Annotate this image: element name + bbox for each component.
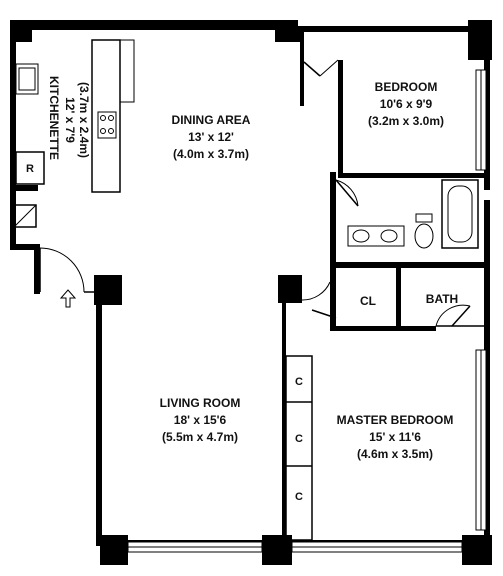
closet-c1-label: C <box>295 376 303 388</box>
dining-name: DINING AREA <box>172 113 251 127</box>
living-dims-m: (5.5m x 4.7m) <box>162 430 238 444</box>
room-labels: DINING AREA 13' x 12' (4.0m x 3.7m) BEDR… <box>26 76 458 503</box>
bath-name: BATH <box>426 292 458 306</box>
refrigerator <box>15 151 45 185</box>
fridge-label: R <box>26 163 34 175</box>
doors <box>39 59 484 327</box>
walls <box>10 20 492 565</box>
kitchen-fixtures <box>13 39 135 228</box>
bedroom-dims-ft: 10'6 x 9'9 <box>380 97 433 111</box>
closet-c2-label: C <box>295 433 303 445</box>
kitchen-dims-ft: 12' x 7'9 <box>63 97 77 143</box>
bathtub <box>441 179 479 249</box>
closet-column <box>285 355 313 541</box>
bedroom-dims-m: (3.2m x 3.0m) <box>368 114 444 128</box>
master-dims-ft: 15' x 11'6 <box>369 430 421 444</box>
living-dims-ft: 18' x 15'6 <box>174 413 227 427</box>
bath-fixtures <box>347 179 479 249</box>
kitchen-name: KITCHENETTE <box>47 76 61 160</box>
master-name: MASTER BEDROOM <box>337 413 454 427</box>
windows <box>127 69 487 553</box>
entry-arrow-icon <box>59 289 77 308</box>
dining-dims-ft: 13' x 12' <box>188 130 234 144</box>
living-name: LIVING ROOM <box>160 396 241 410</box>
kitchen-dims-m: (3.7m x 2.4m) <box>77 82 91 158</box>
master-dims-m: (4.6m x 3.5m) <box>357 447 433 461</box>
bedroom-name: BEDROOM <box>375 80 438 94</box>
closet-c3-label: C <box>295 491 303 503</box>
dining-dims-m: (4.0m x 3.7m) <box>173 147 249 161</box>
closet-name: CL <box>360 294 376 308</box>
